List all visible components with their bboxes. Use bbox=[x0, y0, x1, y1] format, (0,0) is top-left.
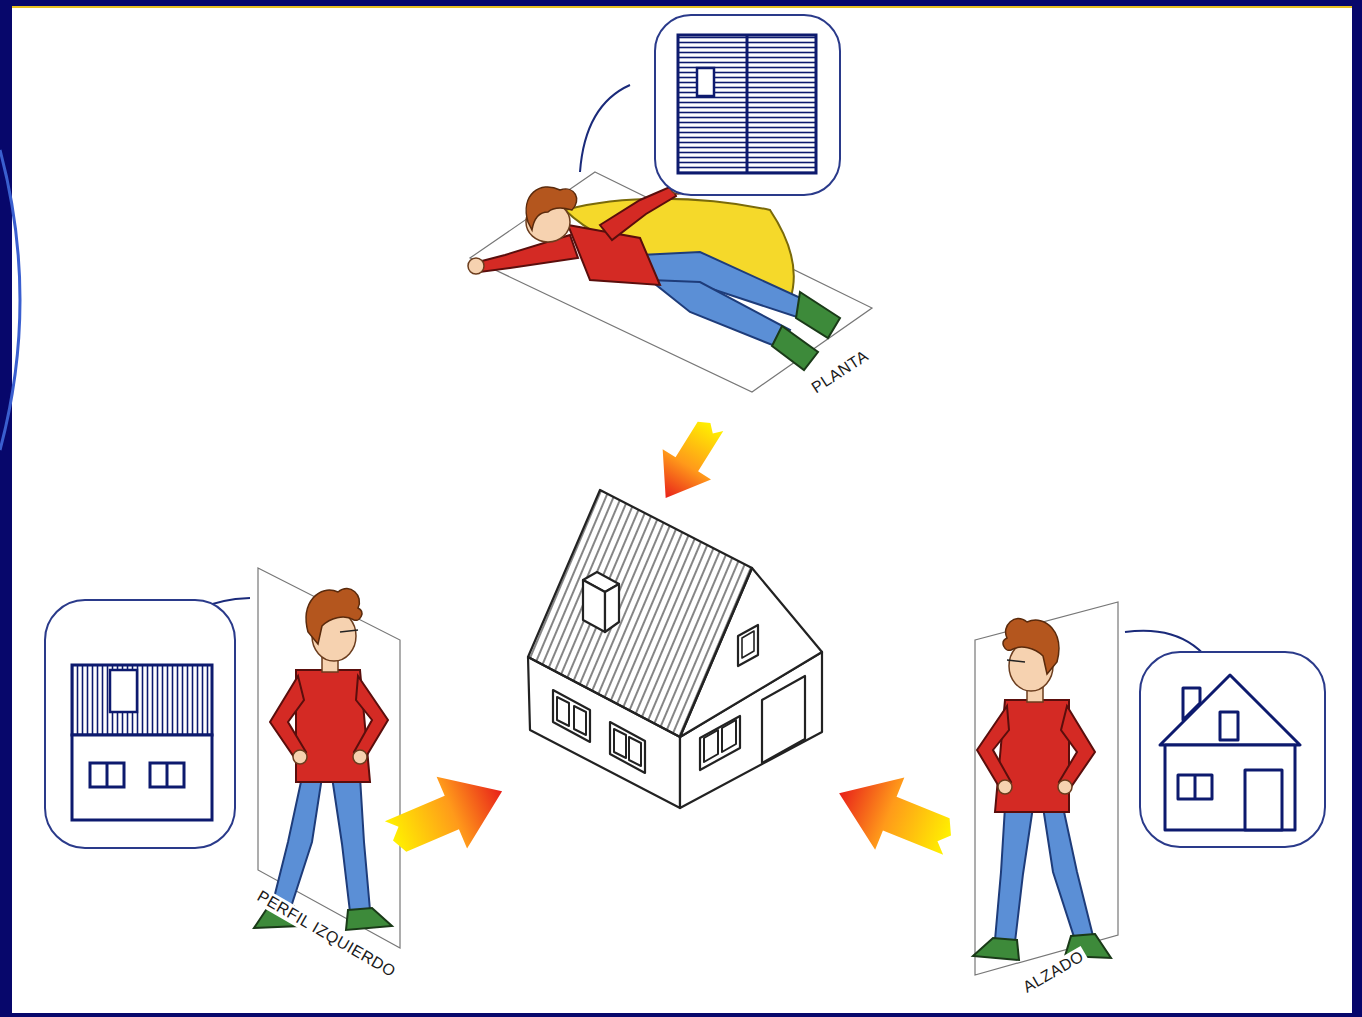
door bbox=[1245, 770, 1282, 830]
standing-figure bbox=[973, 619, 1111, 960]
house bbox=[528, 490, 822, 808]
view-label: ALZADO bbox=[1018, 946, 1090, 998]
front-wall bbox=[1165, 745, 1295, 830]
margin-arc bbox=[0, 150, 20, 450]
thought-bubble bbox=[580, 15, 840, 195]
view-label: PERFIL IZQUIERDO bbox=[251, 886, 401, 983]
gable bbox=[1160, 675, 1300, 745]
standing-figure bbox=[254, 589, 392, 930]
thought-bubble bbox=[1125, 631, 1325, 847]
wall-side bbox=[72, 735, 212, 820]
view-arrow bbox=[824, 757, 964, 874]
skylight bbox=[697, 68, 714, 96]
view-label: PLANTA bbox=[806, 345, 875, 398]
roof-plan bbox=[678, 35, 816, 173]
thought-bubble bbox=[45, 598, 250, 848]
roof-side bbox=[72, 665, 212, 735]
view-arrow bbox=[377, 755, 518, 874]
projection-plane bbox=[470, 172, 872, 392]
flying-figure bbox=[468, 178, 840, 370]
view-arrow bbox=[642, 409, 737, 513]
